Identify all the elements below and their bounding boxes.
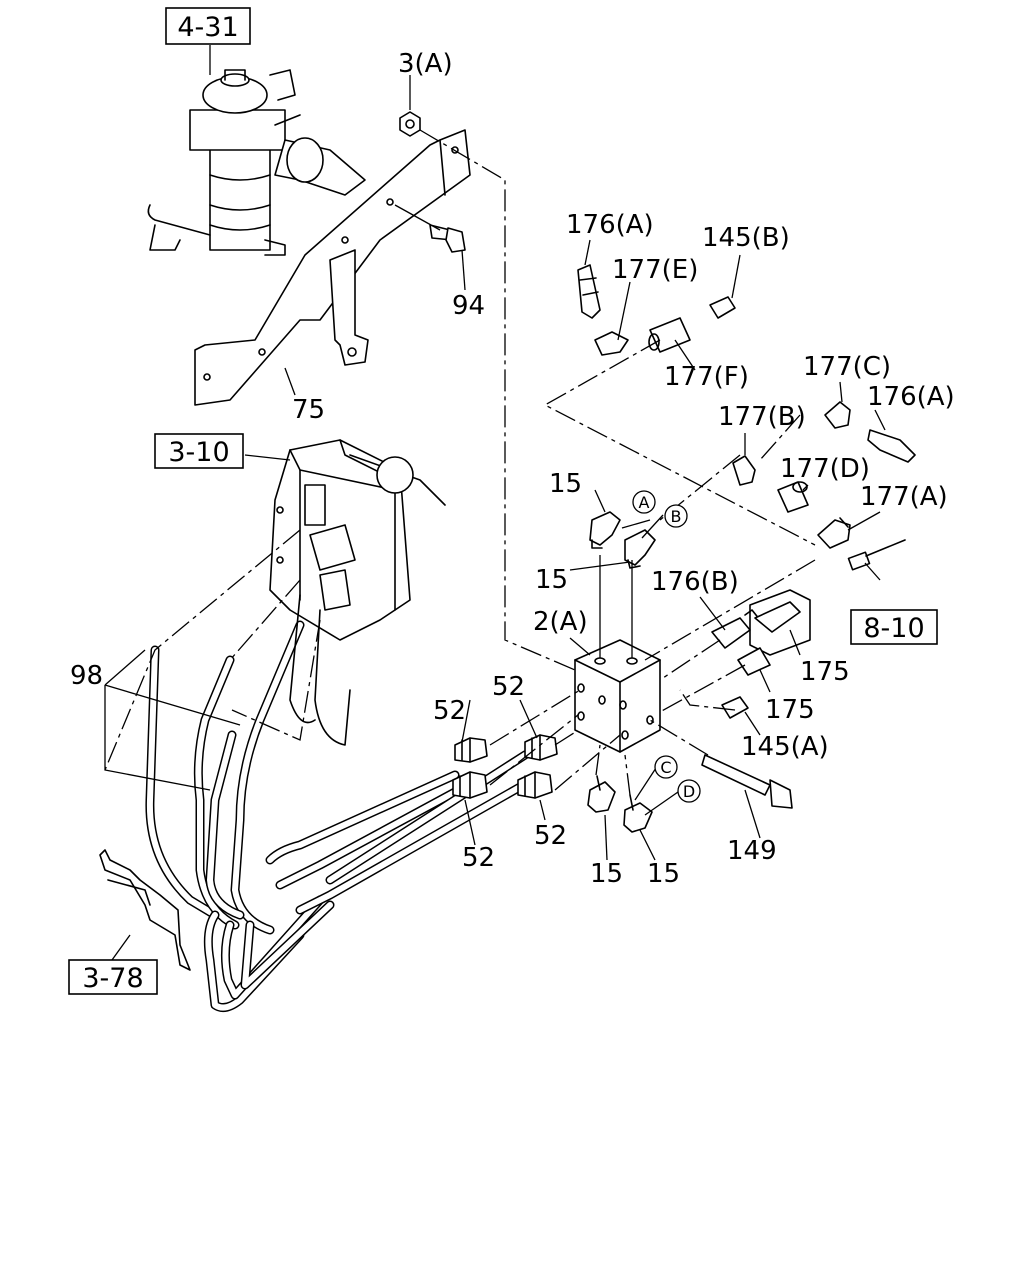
- label-15-d: 15: [647, 859, 680, 889]
- label-145a: 145(A): [741, 732, 829, 762]
- label-177e: 177(E): [612, 255, 698, 285]
- part-labels: 3(A) 94 75 176(A) 177(E) 145(B) 177(F) 1…: [70, 49, 955, 889]
- svg-text:A: A: [639, 493, 650, 512]
- label-175-b: 175: [765, 695, 815, 725]
- bracket-75: [194, 129, 471, 406]
- label-15-b: 15: [535, 565, 568, 595]
- label-176a-right: 176(A): [867, 382, 955, 412]
- label-15-c: 15: [590, 859, 623, 889]
- label-15-a: 15: [549, 469, 582, 499]
- label-52-top-right: 52: [492, 672, 525, 702]
- distribution-block: [574, 639, 661, 753]
- label-52-top-left: 52: [433, 696, 466, 726]
- pedal-bracket-assembly: [269, 439, 446, 746]
- label-98: 98: [70, 661, 103, 691]
- connector-52-d: [517, 771, 553, 799]
- label-177b: 177(B): [718, 402, 806, 432]
- label-145b: 145(B): [702, 223, 790, 253]
- ref-box-3-10[interactable]: 3-10: [154, 433, 244, 469]
- ref-label: 4-31: [177, 12, 238, 43]
- elbow-15-a: [589, 511, 621, 549]
- fitting-177e: [594, 331, 629, 356]
- label-149: 149: [727, 836, 777, 866]
- label-75: 75: [292, 395, 325, 425]
- label-176b: 176(B): [651, 567, 739, 597]
- fitting-177d: [777, 481, 809, 513]
- label-52-bottom-right: 52: [534, 821, 567, 851]
- bolt-149: [701, 754, 793, 809]
- circle-label-c: C: [654, 755, 678, 779]
- circle-label-a: A: [632, 490, 656, 514]
- fitting-177b: [732, 455, 756, 486]
- label-177f: 177(F): [664, 362, 749, 392]
- brake-tube-bundle: [145, 620, 530, 1013]
- label-52-bottom-left: 52: [462, 843, 495, 873]
- elbow-15-c: [587, 775, 616, 813]
- label-2a: 2(A): [533, 607, 588, 637]
- leader-lines: [104, 45, 886, 961]
- switch-175-b: [737, 647, 771, 676]
- ref-label: 3-78: [82, 963, 143, 994]
- ref-box-3-78[interactable]: 3-78: [68, 959, 158, 995]
- svg-text:C: C: [660, 758, 671, 777]
- master-cylinder-assembly: [147, 69, 366, 256]
- tube-clip-bracket: [99, 849, 191, 971]
- plug-145a: [721, 696, 749, 719]
- ref-box-8-10[interactable]: 8-10: [850, 609, 938, 645]
- nut-3a: [399, 111, 421, 137]
- svg-text:B: B: [671, 507, 682, 526]
- connector-52-c: [452, 771, 488, 799]
- label-177c: 177(C): [803, 352, 891, 382]
- label-175-a: 175: [800, 657, 850, 687]
- fittings: [452, 264, 916, 833]
- label-3a: 3(A): [398, 49, 453, 79]
- ref-box-4-31[interactable]: 4-31: [165, 7, 251, 45]
- fitting-177f: [648, 317, 691, 353]
- elbow-15-d: [623, 794, 653, 833]
- switch-176a-right: [867, 429, 916, 463]
- plug-145b: [709, 296, 736, 319]
- svg-text:D: D: [683, 782, 695, 801]
- switch-175-a: [754, 601, 801, 633]
- circle-label-d: D: [677, 779, 701, 803]
- circle-label-b: B: [664, 504, 688, 528]
- label-177a: 177(A): [860, 482, 948, 512]
- fitting-177c: [824, 401, 851, 429]
- connector-52-a: [454, 737, 488, 763]
- ref-label: 3-10: [168, 437, 229, 468]
- label-94: 94: [452, 291, 485, 321]
- fitting-177a: [817, 517, 851, 549]
- label-176a-top: 176(A): [566, 210, 654, 240]
- sensor-connector: [847, 539, 906, 571]
- switch-176a-top: [577, 264, 601, 319]
- connector-52-b: [524, 734, 558, 761]
- ref-label: 8-10: [863, 613, 924, 644]
- bolt-94: [429, 224, 466, 253]
- label-177d: 177(D): [780, 454, 870, 484]
